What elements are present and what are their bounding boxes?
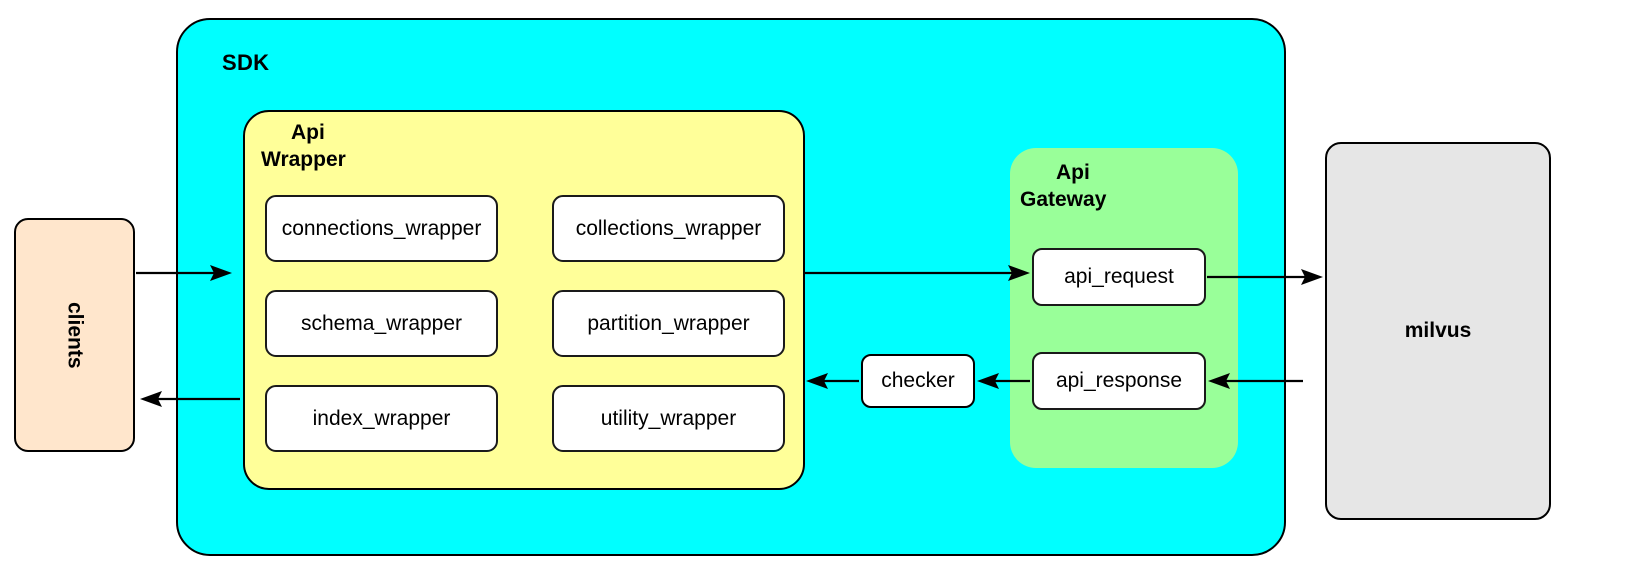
checker-label: checker [881, 369, 955, 392]
api-response-label: api_response [1055, 369, 1183, 392]
api-wrapper-label-line2: Wrapper [261, 147, 346, 171]
clients-node[interactable]: clients [14, 218, 135, 452]
module-schema-wrapper[interactable]: schema_wrapper [265, 290, 498, 357]
api-gateway-label: Api Gateway [1020, 160, 1190, 214]
checker-node[interactable]: checker [861, 354, 975, 408]
api-wrapper-label-line1: Api [291, 121, 325, 144]
api-request-node[interactable]: api_request [1032, 248, 1206, 306]
module-label: schema_wrapper [300, 311, 463, 335]
sdk-label: SDK [222, 50, 270, 75]
clients-label: clients [63, 301, 87, 369]
module-label: connections_wrapper [281, 216, 482, 240]
module-utility-wrapper[interactable]: utility_wrapper [552, 385, 785, 452]
api-gateway-label-line1: Api [1056, 161, 1090, 184]
milvus-node[interactable]: milvus [1325, 142, 1551, 520]
api-response-node[interactable]: api_response [1032, 352, 1206, 410]
module-label: collections_wrapper [575, 216, 762, 240]
api-gateway-label-line2: Gateway [1020, 187, 1107, 211]
module-partition-wrapper[interactable]: partition_wrapper [552, 290, 785, 357]
module-label: index_wrapper [312, 406, 451, 430]
module-label: utility_wrapper [600, 406, 737, 430]
api-gateway-container: Api Gateway [1010, 148, 1238, 468]
api-wrapper-label: Api Wrapper [261, 120, 411, 174]
module-index-wrapper[interactable]: index_wrapper [265, 385, 498, 452]
api-request-label: api_request [1064, 265, 1174, 288]
module-connections-wrapper[interactable]: connections_wrapper [265, 195, 498, 262]
module-label: partition_wrapper [587, 311, 750, 335]
module-collections-wrapper[interactable]: collections_wrapper [552, 195, 785, 262]
milvus-label: milvus [1404, 319, 1472, 342]
